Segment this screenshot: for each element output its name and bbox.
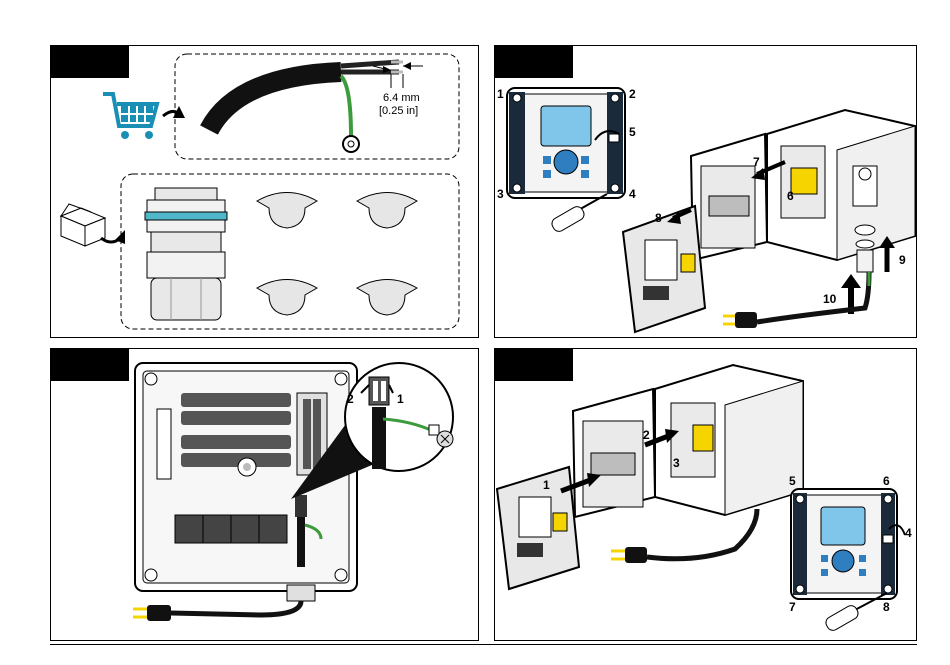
callout-9: 9 — [899, 253, 906, 267]
plug-top-left — [257, 193, 317, 229]
callout-3: 3 — [673, 456, 680, 470]
controller-front — [507, 88, 625, 198]
callout-5: 5 — [629, 125, 636, 139]
panel-3-illustration: 2 1 — [51, 349, 480, 642]
callout-8: 8 — [883, 600, 890, 614]
step-panel-4: 2 3 1 — [494, 348, 917, 641]
panel-2-illustration: 1 2 3 4 5 7 6 — [495, 46, 918, 339]
plug-top-right — [357, 193, 417, 229]
callout-7: 7 — [789, 600, 796, 614]
callout-2: 2 — [629, 87, 636, 101]
callout-4: 4 — [629, 187, 636, 201]
callout-2: 2 — [643, 428, 650, 442]
callout-10: 10 — [823, 292, 837, 306]
screwdriver — [550, 194, 607, 234]
controller-enclosure — [691, 110, 915, 260]
step-panel-1: 6.4 mm [0.25 in] — [50, 45, 479, 338]
ground-wire — [341, 76, 351, 136]
step-panel-3: 2 1 — [50, 348, 479, 641]
rear-cover — [623, 206, 705, 332]
callout-7: 7 — [753, 155, 760, 169]
panel-4-illustration: 2 3 1 — [495, 349, 918, 642]
power-cord — [611, 509, 757, 563]
callout-8: 8 — [655, 211, 662, 225]
callout-1: 1 — [397, 392, 404, 406]
callout-1: 1 — [497, 87, 504, 101]
page-footer-rule — [50, 644, 917, 645]
step-panel-2: 1 2 3 4 5 7 6 — [494, 45, 917, 338]
controller-front — [791, 489, 897, 599]
dimension-in: [0.25 in] — [379, 105, 418, 117]
plug-bottom-right — [357, 280, 417, 316]
callout-3: 3 — [497, 187, 504, 201]
box-icon — [61, 204, 105, 246]
callout-1: 1 — [543, 478, 550, 492]
dimension-mm: 6.4 mm — [383, 92, 420, 104]
cable-gland — [145, 188, 227, 320]
rear-cover — [497, 467, 579, 589]
callout-4: 4 — [905, 526, 912, 540]
plug-bottom-left — [257, 280, 317, 316]
callout-2: 2 — [347, 392, 354, 406]
callout-5: 5 — [789, 474, 796, 488]
power-cable — [209, 72, 341, 130]
callout-6: 6 — [787, 189, 794, 203]
cart-icon — [103, 94, 157, 139]
panel-1-illustration: 6.4 mm [0.25 in] — [51, 46, 480, 339]
callout-6: 6 — [883, 474, 890, 488]
controller-enclosure — [573, 365, 803, 517]
